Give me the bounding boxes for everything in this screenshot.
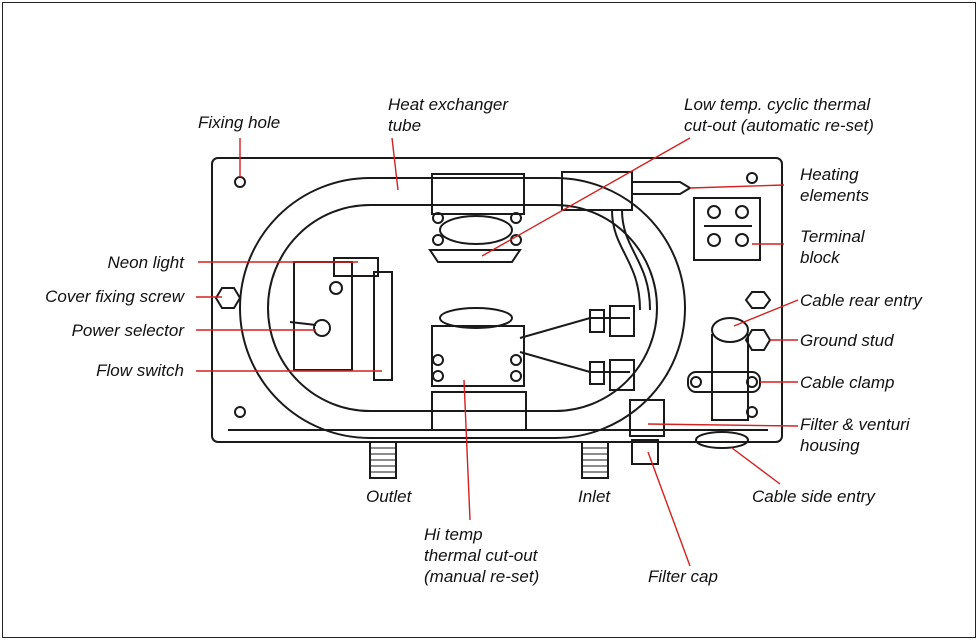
label-outlet: Outlet [366, 487, 412, 506]
neon-light-body [333, 257, 379, 277]
low-temp-cutout-body [431, 173, 525, 215]
heat-exchanger-outer [239, 177, 686, 439]
filter-cap-nut [631, 439, 659, 465]
cable-clamp-bar [687, 371, 761, 393]
leader-low-temp [481, 137, 691, 257]
terminal-block-body [693, 197, 761, 261]
heating-element-box [561, 171, 633, 211]
label-heating-elements: Heating elements [800, 165, 869, 205]
label-cable-side-entry: Cable side entry [752, 487, 875, 506]
leader-heat-exchanger [391, 137, 399, 191]
leader-filter-cap [647, 451, 691, 567]
fixing-hole-bl [234, 406, 246, 418]
label-neon-light: Neon light [107, 253, 184, 272]
leader-heating-elements [689, 184, 785, 189]
ground-stud [744, 329, 772, 351]
hi-temp-cutout-disc [439, 307, 513, 329]
label-cable-rear-entry: Cable rear entry [800, 291, 922, 310]
fixing-hole-tl [234, 176, 246, 188]
cover-fixing-screw [214, 287, 242, 309]
label-ground-stud: Ground stud [800, 331, 894, 350]
wire-2 [621, 209, 651, 311]
cable-rear-entry-ring [711, 317, 749, 343]
label-cover-fixing-screw: Cover fixing screw [45, 287, 184, 306]
heat-exchanger-inner [267, 204, 658, 412]
label-filter-cap: Filter cap [648, 567, 718, 586]
bottom-block [431, 391, 527, 431]
leader-cable-side [731, 447, 781, 485]
label-low-temp-cutout: Low temp. cyclic thermal cut-out (automa… [684, 95, 874, 135]
heating-element-tip [632, 181, 692, 195]
leader-hi-temp [463, 379, 471, 521]
label-hi-temp-cutout: Hi temp thermal cut-out (manual re-set) [424, 525, 540, 586]
label-terminal-block: Terminal block [800, 227, 865, 267]
hi-temp-cutout-body [431, 325, 525, 387]
housing-body [211, 157, 783, 443]
label-fixing-hole: Fixing hole [198, 113, 281, 132]
label-power-selector: Power selector [71, 321, 184, 340]
pipe-bottom [519, 351, 630, 373]
label-flow-switch: Flow switch [96, 361, 184, 380]
flow-switch-body [293, 261, 353, 371]
cable-gland [711, 334, 749, 421]
leader-filter-housing [647, 423, 799, 427]
label-filter-venturi-housing: Filter & venturi housing [800, 415, 910, 455]
wire-1 [611, 209, 641, 311]
low-temp-cutout-bracket [428, 249, 522, 263]
leader-cable-rear [733, 299, 799, 327]
filter-housing [629, 399, 665, 437]
flow-switch-plate [373, 271, 393, 381]
fixing-hole-tr [746, 172, 758, 184]
power-selector-knob [313, 319, 331, 337]
low-temp-cutout-disc [439, 215, 513, 245]
label-heat-exchanger-tube: Heat exchanger tube [388, 95, 509, 135]
cable-side-entry-ring [695, 431, 749, 449]
label-inlet: Inlet [578, 487, 611, 506]
label-cable-clamp: Cable clamp [800, 373, 895, 392]
